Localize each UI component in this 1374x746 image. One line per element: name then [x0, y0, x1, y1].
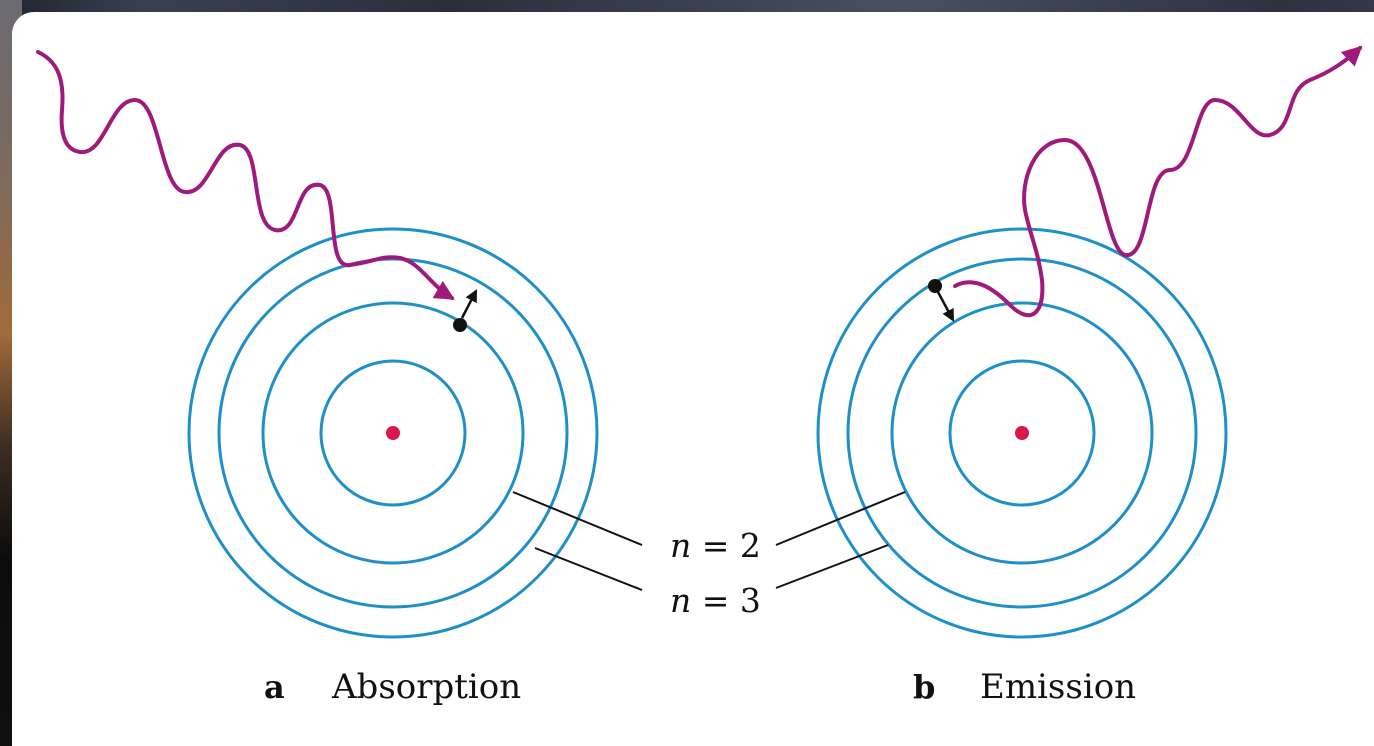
- label-n3: n = 3: [670, 581, 761, 620]
- nucleus-a: [386, 426, 400, 440]
- electron-drop-arrow-b: [936, 291, 955, 322]
- electron-jump-arrow-a: [460, 289, 478, 319]
- orbit-n2-a: [261, 301, 525, 565]
- diagram-panel: [12, 12, 1374, 746]
- leader-n2-a: [512, 491, 643, 546]
- leader-n3-a: [534, 547, 643, 591]
- incoming-photon: [36, 50, 455, 300]
- orbit-n2-b: [890, 301, 1154, 565]
- atom-emission: [816, 45, 1363, 639]
- caption-emission: Emission: [980, 667, 1136, 707]
- atom-absorption: [36, 50, 599, 639]
- electron-a: [453, 318, 467, 332]
- orbit-n3-b: [846, 257, 1198, 609]
- caption-letter-b: b: [913, 668, 935, 706]
- emitted-photon: [953, 45, 1363, 318]
- leader-n2-b: [775, 491, 906, 546]
- nucleus-b: [1015, 426, 1029, 440]
- orbit-n4-b: [816, 227, 1228, 639]
- label-n2: n = 2: [670, 526, 761, 565]
- caption-letter-a: a: [264, 668, 285, 706]
- orbit-n1-b: [948, 359, 1096, 507]
- leader-n3-b: [775, 544, 889, 589]
- orbit-n1-a: [319, 359, 467, 507]
- caption-absorption: Absorption: [331, 667, 521, 707]
- orbit-n4-a: [187, 227, 599, 639]
- electron-b: [928, 279, 942, 293]
